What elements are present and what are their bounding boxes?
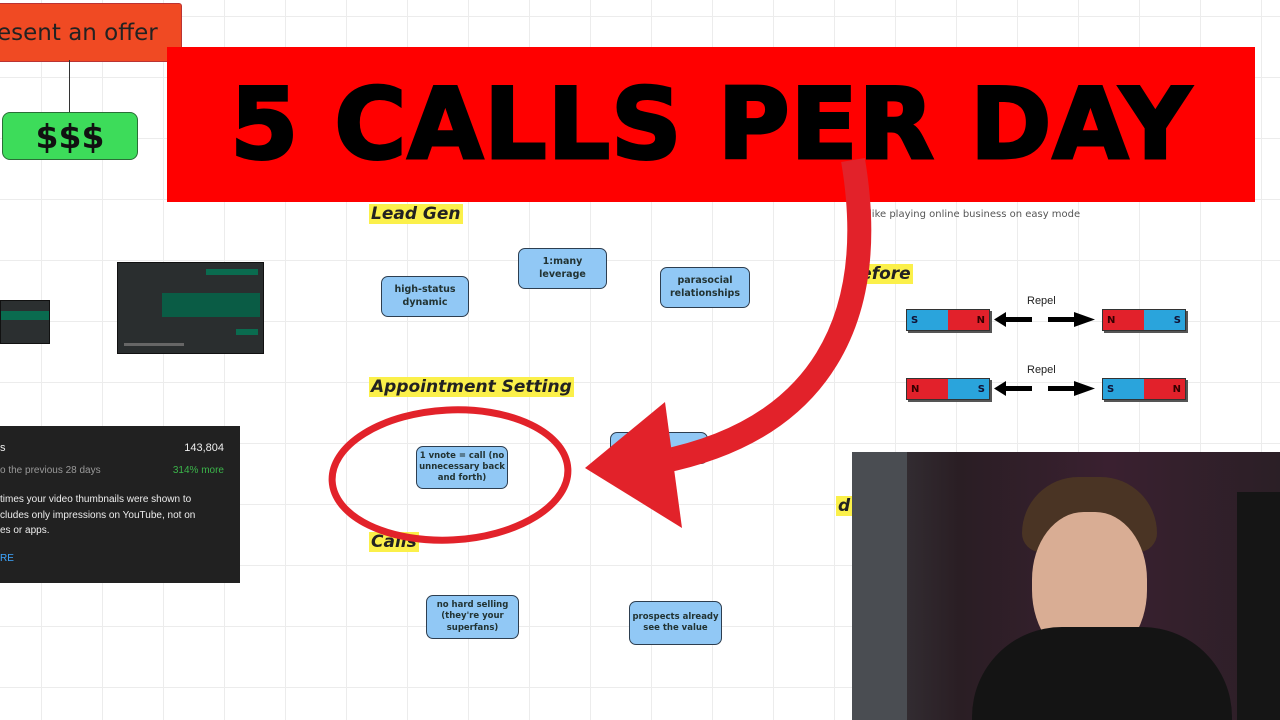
pole-n: N [907,379,948,399]
arrowhead [585,402,682,528]
highlight-circle [328,406,572,544]
pole-n: N [1144,379,1185,399]
analytics-card: s 143,804 o the previous 28 days 314% mo… [0,426,240,583]
caption-text: It's like playing online business on eas… [851,209,1081,220]
pole-s: S [907,310,948,330]
offer-box[interactable]: esent an offer [0,3,182,62]
node-leverage[interactable]: 1:many leverage [518,248,607,289]
node-no-hard-selling[interactable]: no hard selling (they're your superfans) [426,595,519,639]
node-high-status[interactable]: high-status dynamic [381,276,469,317]
metric-value: 143,804 [184,442,224,454]
shirt [972,627,1232,720]
change-text: 314% more [172,465,224,476]
webcam-video [852,452,1280,720]
pole-n: N [948,310,989,330]
section-appointment-setting: Appointment Setting [369,377,574,397]
offer-label: esent an offer [0,19,158,46]
section-partial: d [836,496,853,516]
pole-s: S [948,379,989,399]
metric-label: s [0,442,6,454]
chat-screenshot-thumb [0,300,50,344]
repel-arrows-icon [994,312,1095,396]
connector-line [69,60,70,112]
repel-label: Repel [1027,364,1056,376]
pole-s: S [1103,379,1144,399]
node-parasocial[interactable]: parasocial relationships [660,267,750,308]
chat-screenshot [117,262,264,354]
comparison-text: o the previous 28 days [0,465,101,476]
repel-label: Repel [1027,295,1056,307]
pole-n: N [1103,310,1144,330]
pole-s: S [1144,310,1185,330]
section-lead-gen: Lead Gen [369,204,463,224]
title-banner: 5 CALLS PER DAY [167,47,1255,202]
learn-more-link[interactable]: RE [0,553,14,564]
money-box[interactable]: $$$ [2,112,138,160]
arrow-shaft [657,158,872,474]
description-text: times your video thumbnails were shown t… [0,494,196,536]
node-vnote[interactable]: 1 vnote = call (no unnecessary back and … [416,446,508,489]
banner-text: 5 CALLS PER DAY [229,66,1193,183]
node-prospects[interactable]: prospects already see the value [629,601,722,645]
